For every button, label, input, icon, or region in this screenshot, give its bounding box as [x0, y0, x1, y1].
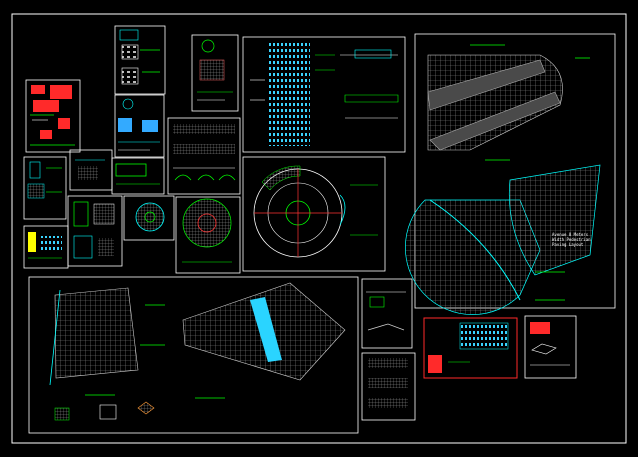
detail-sheet-green-bench[interactable] — [111, 157, 165, 195]
detail-sheet-paving-strips[interactable] — [167, 117, 241, 195]
detail-sheet-circular-paving[interactable] — [175, 196, 241, 274]
detail-sheet-blue-components[interactable] — [114, 94, 165, 158]
sheet-border — [11, 13, 627, 444]
detail-sheet-round-planter[interactable] — [123, 195, 175, 241]
detail-sheet-circular-plaza[interactable] — [242, 156, 386, 272]
detail-sheet-red-components[interactable] — [25, 79, 81, 153]
title-line-2: Width Pedestrian — [552, 237, 591, 242]
detail-sheet-section-details-b[interactable] — [361, 352, 416, 421]
detail-sheet-pedestrian-paving-plan[interactable] — [28, 276, 359, 434]
detail-sheet-column-sections[interactable] — [114, 25, 166, 95]
detail-sheet-left-column[interactable] — [23, 156, 67, 220]
detail-sheet-section-details-a[interactable] — [361, 278, 413, 349]
detail-sheet-planter-elevation[interactable] — [524, 315, 577, 379]
detail-sheet-tree-pit-sections[interactable] — [67, 195, 123, 267]
detail-sheet-street-plan-top[interactable] — [414, 33, 616, 309]
title-line-1: Avenue 8 Meters — [552, 232, 589, 237]
title-line-3: Paving Layout — [552, 242, 584, 247]
detail-sheet-yellow-cyan[interactable] — [23, 225, 69, 269]
detail-sheet-tree-plan[interactable] — [191, 34, 239, 112]
detail-sheet-red-frame-paving[interactable] — [423, 317, 518, 379]
detail-sheet-left-mid[interactable] — [69, 149, 113, 191]
detail-sheet-elevation-column[interactable] — [242, 36, 406, 153]
detail-sheet-curved-paving[interactable]: Avenue 8 Meters Width Pedestrian Paving … — [404, 164, 601, 316]
